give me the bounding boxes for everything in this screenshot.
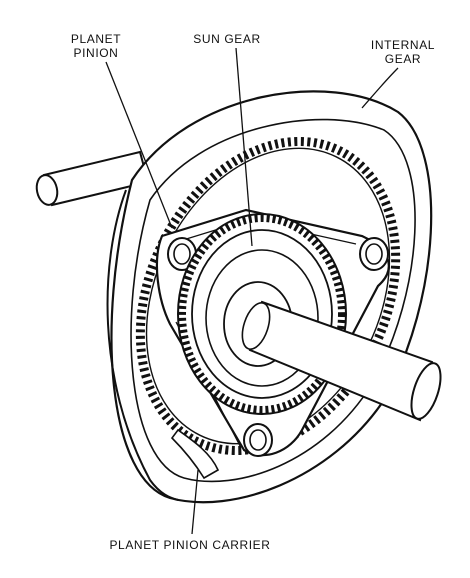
planet-pin-left [167,237,197,271]
label-planet-pinion: PLANET PINION [56,32,136,60]
label-planet-pinion-line1: PLANET [70,32,122,46]
leader-sun-gear [235,47,253,247]
label-sun-gear-text: SUN GEAR [193,32,261,46]
leader-internal-gear [361,67,399,109]
output-shaft [241,300,442,422]
label-planet-pinion-carrier: PLANET PINION CARRIER [90,538,290,552]
carrier-tab [170,428,220,480]
planet-pinion-pins [167,237,389,457]
planet-pin-right [359,237,389,271]
label-planet-pinion-line2: PINION [73,46,119,60]
label-planet-pinion-carrier-text: PLANET PINION CARRIER [109,538,271,552]
label-internal-gear: INTERNAL GEAR [360,38,446,66]
input-shaft [35,150,150,207]
leader-lines [105,47,399,535]
leader-planet-pinion [105,61,173,229]
label-internal-gear-line1: INTERNAL [370,38,436,52]
leader-carrier [191,469,199,535]
planet-pin-bottom [243,423,273,457]
label-internal-gear-line2: GEAR [384,52,422,66]
label-sun-gear: SUN GEAR [182,32,272,46]
